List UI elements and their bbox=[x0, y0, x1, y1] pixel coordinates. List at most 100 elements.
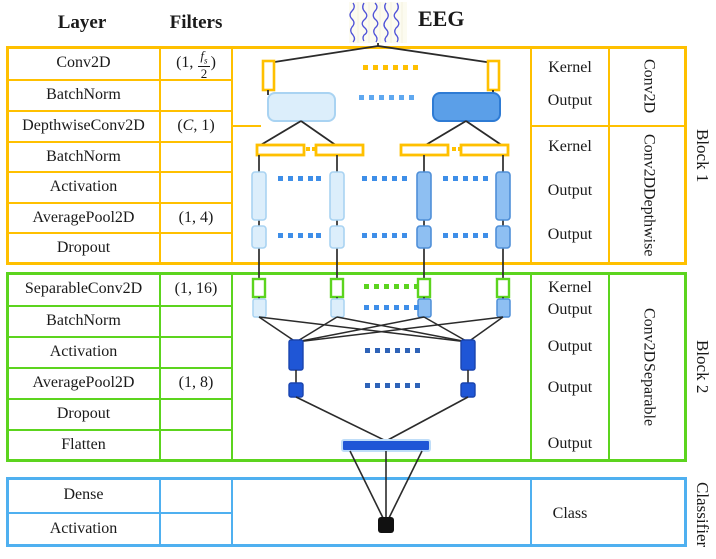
block1-row-sep-3 bbox=[8, 141, 233, 143]
block1-row-sep-4 bbox=[8, 171, 233, 173]
separable-pooled-outputs bbox=[288, 382, 476, 398]
block1-row-5-layer: Activation bbox=[49, 178, 118, 196]
block1-row-7-layer: Dropout bbox=[56, 239, 111, 257]
block2-descriptor-output-3: Output bbox=[547, 378, 593, 396]
separable-kernel-boxes bbox=[251, 277, 511, 299]
column-header-layer: Layer bbox=[57, 12, 107, 33]
block2-descriptor-output-4: Output bbox=[547, 434, 593, 452]
block2-container bbox=[6, 272, 687, 462]
flatten-converging-edges bbox=[295, 396, 469, 442]
separable-activation-outputs bbox=[288, 339, 476, 371]
separable-output-maps bbox=[252, 298, 511, 318]
eeg-label: EEG bbox=[418, 6, 465, 31]
block1-group-sep bbox=[532, 125, 687, 127]
block1-group-sep-connector bbox=[231, 125, 261, 127]
block2-col-sep-3 bbox=[530, 274, 532, 460]
block2-descriptor-kernel-1: Kernel bbox=[548, 278, 592, 296]
depthwise-activation-outputs bbox=[251, 171, 511, 221]
depthwise-pooled-outputs bbox=[251, 225, 511, 249]
block2-row-sep-3 bbox=[8, 367, 233, 369]
block2-row-1-layer: SeparableConv2D bbox=[24, 280, 143, 298]
block1-row-sep-2 bbox=[8, 110, 233, 112]
filters-value: (C, 1) bbox=[177, 117, 215, 135]
separable-kernel-output-stems bbox=[258, 297, 504, 300]
classifier-descriptor-class: Class bbox=[552, 504, 588, 522]
block2-row-sep-1 bbox=[8, 305, 233, 307]
block1-container bbox=[6, 46, 687, 265]
depthwise-kernel-boxes bbox=[255, 143, 510, 157]
classifier-col-sep-3 bbox=[530, 479, 532, 545]
block2-row-sep-2 bbox=[8, 336, 233, 338]
classifier-container bbox=[6, 477, 687, 547]
depthwise-pooled-ellipsis bbox=[278, 233, 488, 238]
block1-row-6-layer: AveragePool2D bbox=[32, 208, 135, 226]
flatten-vector bbox=[341, 439, 431, 452]
block1-descriptor-output-2: Output bbox=[547, 181, 593, 199]
block1-row-sep-6 bbox=[8, 232, 233, 234]
block1-row-3-layer: DepthwiseConv2D bbox=[22, 117, 145, 135]
group-line-2: Conv2D bbox=[640, 133, 658, 188]
block1-col-sep-1 bbox=[159, 48, 161, 263]
block2-descriptor-output-1: Output bbox=[547, 300, 593, 318]
block1-descriptor-output-3: Output bbox=[547, 225, 593, 243]
separable-kernel-ellipsis bbox=[364, 284, 419, 289]
group-line-2: Conv2D bbox=[640, 308, 658, 363]
block1-descriptor-kernel-1: Kernel bbox=[548, 58, 592, 76]
class-output-node bbox=[378, 517, 394, 533]
block1-col-sep-3 bbox=[530, 48, 532, 263]
block1-descriptor-kernel-2: Kernel bbox=[548, 137, 592, 155]
block2-group-separable-conv2d: Separable Conv2D bbox=[610, 274, 687, 460]
fraction-numerator: fs bbox=[198, 48, 210, 67]
separable-output-ellipsis bbox=[364, 305, 419, 310]
block1-col-sep-2 bbox=[231, 48, 233, 263]
block1-to-block2-trunk bbox=[258, 265, 504, 279]
block1-row-sep-5 bbox=[8, 202, 233, 204]
block1-row-2-layer: BatchNorm bbox=[46, 86, 121, 104]
separable-activation-ellipsis bbox=[365, 348, 420, 353]
classifier-name: Classifier bbox=[692, 481, 712, 548]
fraction-denominator: 2 bbox=[200, 65, 208, 81]
block1-group-depthwise-conv2d: Depthwise Conv2D bbox=[610, 127, 687, 263]
conv2d-to-depthwise-edges bbox=[258, 120, 504, 147]
conv2d-output-ellipsis bbox=[359, 95, 414, 100]
block1-descriptor-output-1: Output bbox=[547, 91, 593, 109]
block1-group-conv2d: Conv2D bbox=[640, 59, 658, 114]
conv2d-output-maps bbox=[267, 92, 501, 122]
block2-row-3-layer: Activation bbox=[49, 343, 118, 361]
classifier-row-2-layer: Activation bbox=[49, 520, 118, 538]
group-line-1: Separable bbox=[640, 362, 658, 426]
classifier-row-sep-1 bbox=[8, 512, 233, 514]
block2-name: Block 2 bbox=[692, 340, 712, 394]
block1-row-4-layer: BatchNorm bbox=[46, 147, 121, 165]
group-line-1: Depthwise bbox=[640, 187, 658, 257]
block2-row-sep-4 bbox=[8, 398, 233, 400]
block2-row-sep-5 bbox=[8, 429, 233, 431]
block1-row-6-filters: (1, 4) bbox=[178, 208, 214, 226]
eeg-signal-panel bbox=[349, 2, 407, 43]
eeg-to-kernel-edges bbox=[267, 43, 494, 64]
block1-row-3-filters: (C, 1) bbox=[161, 112, 231, 141]
block1-row-1-layer: Conv2D bbox=[56, 54, 111, 72]
block2-row-6-layer: Flatten bbox=[61, 436, 106, 454]
block2-row-4-layer: AveragePool2D bbox=[32, 374, 135, 392]
column-header-filters: Filters bbox=[169, 12, 223, 33]
depthwise-trunk-lines bbox=[258, 155, 504, 265]
block2-row-5-layer: Dropout bbox=[56, 405, 111, 423]
block2-row-2-layer: BatchNorm bbox=[46, 312, 121, 330]
separable-activation-pool-stems bbox=[295, 370, 469, 385]
block2-descriptor-output-2: Output bbox=[547, 337, 593, 355]
separable-pooled-ellipsis bbox=[365, 383, 420, 388]
block2-col-sep-4 bbox=[608, 274, 610, 460]
dense-edges bbox=[349, 450, 423, 525]
conv2d-kernel-boxes bbox=[261, 59, 501, 92]
pointwise-mixing-edges bbox=[258, 316, 504, 343]
classifier-row-1-layer: Dense bbox=[63, 486, 104, 504]
depthwise-activation-ellipsis bbox=[278, 176, 488, 181]
conv2d-kernel-ellipsis bbox=[363, 65, 418, 70]
block2-row-4-filters: (1, 8) bbox=[178, 374, 214, 392]
block1-row-sep-1 bbox=[8, 79, 233, 81]
depthwise-kernel-ellipsis bbox=[306, 147, 462, 151]
block1-col-sep-4 bbox=[608, 48, 610, 263]
